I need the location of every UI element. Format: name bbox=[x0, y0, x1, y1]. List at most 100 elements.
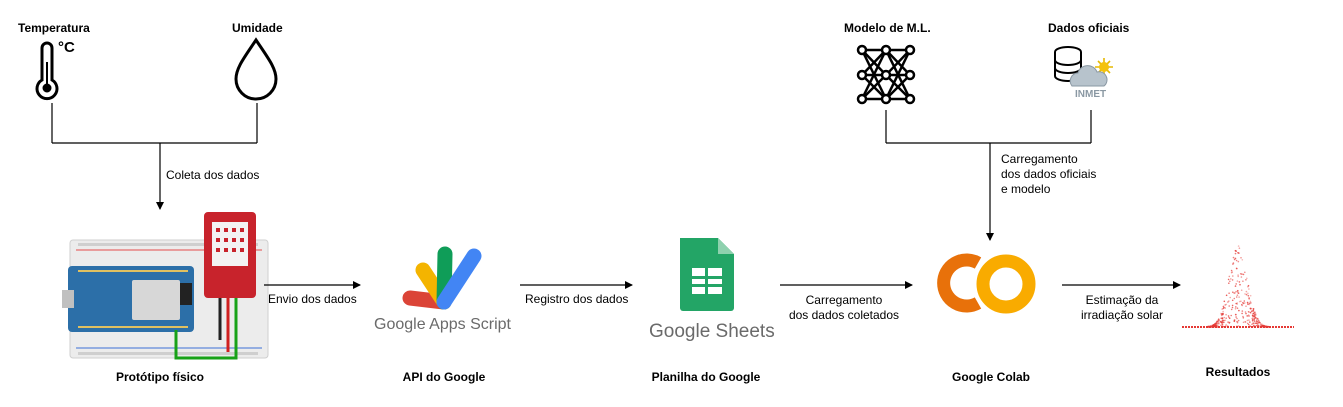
results-dot bbox=[1222, 310, 1224, 313]
results-dot bbox=[1257, 324, 1260, 327]
results-dot bbox=[1206, 326, 1209, 328]
results-dot bbox=[1231, 279, 1234, 281]
results-dot bbox=[1254, 325, 1256, 327]
results-dot bbox=[1249, 307, 1252, 310]
results-dot bbox=[1256, 317, 1259, 320]
ml-model-label: Modelo de M.L. bbox=[844, 21, 931, 35]
step-load-official-label: Carregamento dos dados oficiais e modelo bbox=[1001, 152, 1097, 196]
results-dot bbox=[1235, 290, 1237, 293]
results-dot bbox=[1229, 280, 1231, 283]
results-dot bbox=[1258, 326, 1261, 328]
results-dot bbox=[1240, 300, 1242, 303]
collect-connector bbox=[51, 103, 258, 210]
results-dot bbox=[1253, 316, 1256, 318]
results-dot bbox=[1233, 297, 1236, 300]
results-dot bbox=[1225, 317, 1227, 320]
results-dot bbox=[1233, 320, 1236, 323]
results-dot bbox=[1238, 296, 1240, 298]
results-dot bbox=[1224, 319, 1227, 322]
results-dot bbox=[1228, 317, 1231, 320]
results-dot bbox=[1235, 306, 1237, 308]
results-dot bbox=[1214, 322, 1217, 325]
results-dot bbox=[1233, 292, 1235, 294]
results-dot bbox=[1247, 303, 1249, 306]
results-dot bbox=[1218, 319, 1220, 321]
results-dot bbox=[1254, 314, 1256, 316]
results-dot bbox=[1254, 313, 1257, 315]
results-dot bbox=[1225, 325, 1227, 327]
results-dot bbox=[1218, 323, 1220, 325]
results-dot bbox=[1248, 297, 1250, 299]
results-dot bbox=[1230, 314, 1232, 317]
results-dot bbox=[1254, 322, 1257, 325]
results-dot bbox=[1227, 315, 1230, 317]
google-sheet-caption: Planilha do Google bbox=[651, 370, 761, 384]
results-dot bbox=[1252, 308, 1255, 310]
results-dot bbox=[1227, 278, 1230, 281]
results-dot bbox=[1220, 324, 1222, 327]
results-dot bbox=[1221, 323, 1224, 325]
results-dot bbox=[1248, 303, 1251, 306]
results-dot bbox=[1225, 294, 1228, 297]
results-dot bbox=[1247, 295, 1250, 297]
results-dot bbox=[1229, 296, 1231, 299]
results-dot bbox=[1235, 283, 1237, 285]
results-dot bbox=[1228, 305, 1230, 307]
results-dot bbox=[1230, 269, 1233, 272]
results-dot bbox=[1259, 321, 1261, 324]
results-dot bbox=[1249, 311, 1251, 314]
results-dot bbox=[1248, 319, 1250, 321]
results-dot bbox=[1235, 316, 1237, 318]
results-dot bbox=[1246, 315, 1248, 317]
results-dot bbox=[1248, 315, 1250, 317]
results-dot bbox=[1221, 308, 1223, 310]
results-dot bbox=[1253, 315, 1256, 317]
results-chart-icon bbox=[1182, 245, 1294, 328]
celsius-symbol: °C bbox=[58, 39, 75, 56]
step-send-label: Envio dos dados bbox=[268, 292, 357, 306]
results-dot bbox=[1251, 317, 1253, 320]
results-dot bbox=[1225, 313, 1227, 316]
results-dot bbox=[1238, 247, 1241, 249]
results-dot bbox=[1247, 311, 1250, 313]
results-dot bbox=[1252, 310, 1255, 312]
sheets-wordmark: Google Sheets bbox=[649, 321, 775, 342]
official-data-connector bbox=[885, 110, 1092, 241]
results-dot bbox=[1245, 305, 1247, 308]
results-dot bbox=[1227, 321, 1229, 323]
results-dot bbox=[1240, 257, 1242, 259]
results-dot bbox=[1222, 305, 1225, 308]
results-dot bbox=[1241, 312, 1243, 315]
results-dot bbox=[1223, 316, 1225, 319]
results-dot bbox=[1259, 323, 1262, 326]
results-dot bbox=[1242, 315, 1244, 318]
results-dot bbox=[1235, 313, 1237, 316]
results-dot bbox=[1226, 325, 1229, 327]
results-dot bbox=[1246, 322, 1249, 325]
results-dot bbox=[1236, 321, 1239, 323]
results-dot bbox=[1256, 324, 1258, 327]
results-dot bbox=[1259, 324, 1262, 326]
results-dot bbox=[1260, 324, 1263, 327]
results-dot bbox=[1241, 303, 1243, 306]
results-dot bbox=[1238, 300, 1241, 303]
results-dot bbox=[1216, 324, 1219, 326]
results-dot bbox=[1253, 315, 1255, 318]
results-dot bbox=[1247, 292, 1249, 295]
results-dot bbox=[1258, 320, 1260, 322]
results-dot bbox=[1239, 273, 1242, 275]
results-dot bbox=[1230, 278, 1232, 280]
results-dot bbox=[1244, 321, 1246, 323]
results-dot bbox=[1267, 325, 1269, 328]
results-dot bbox=[1223, 326, 1226, 328]
results-dot bbox=[1228, 292, 1230, 295]
results-dot bbox=[1244, 271, 1246, 274]
results-dot bbox=[1252, 309, 1254, 312]
results-dot bbox=[1224, 307, 1226, 309]
results-dot bbox=[1232, 291, 1234, 294]
results-dot bbox=[1251, 319, 1254, 322]
results-dot bbox=[1236, 280, 1239, 282]
results-dot bbox=[1253, 324, 1255, 327]
results-dot bbox=[1227, 301, 1229, 303]
results-dot bbox=[1234, 308, 1237, 310]
